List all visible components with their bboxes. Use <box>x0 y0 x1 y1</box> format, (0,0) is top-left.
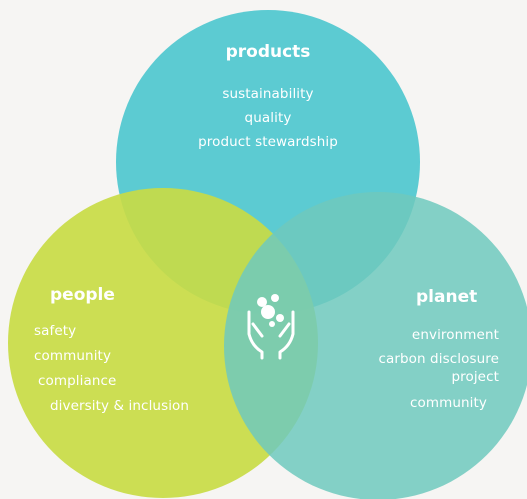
hands-holding-molecule-icon <box>247 294 295 360</box>
people-item-diversity-inclusion: diversity & inclusion <box>50 398 190 414</box>
planet-item-project: project <box>451 369 499 385</box>
planet-title: planet <box>416 287 478 307</box>
products-item-sustainability: sustainability <box>222 86 314 102</box>
people-item-safety: safety <box>34 323 77 339</box>
products-item-quality: quality <box>244 110 292 126</box>
people-item-community: community <box>34 348 112 364</box>
planet-item-community: community <box>409 395 487 411</box>
products-title: products <box>225 42 311 62</box>
people-item-compliance: compliance <box>38 373 117 389</box>
planet-item-carbon-disclosure: carbon disclosure <box>378 351 499 367</box>
planet-circle <box>224 192 527 499</box>
products-item-product-stewardship: product stewardship <box>198 134 338 150</box>
people-circle <box>8 188 318 498</box>
people-title: people <box>50 285 115 305</box>
planet-item-environment: environment <box>411 327 499 343</box>
